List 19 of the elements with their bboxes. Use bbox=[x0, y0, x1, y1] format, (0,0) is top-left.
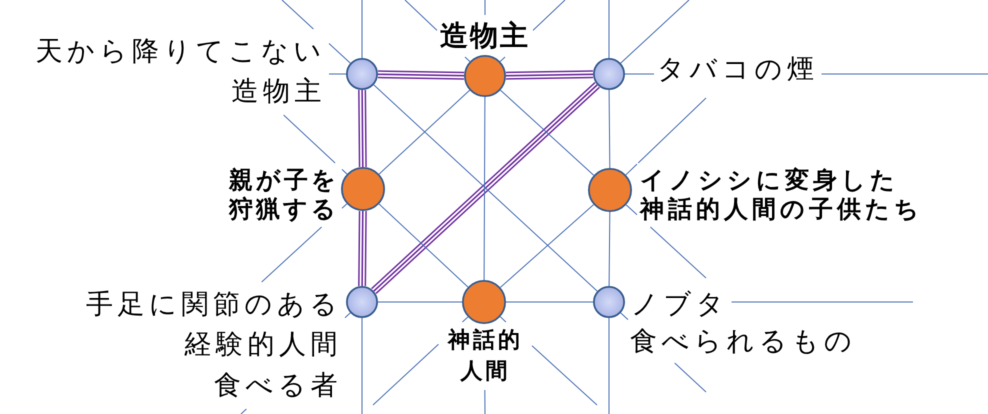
triple-line bbox=[358, 90, 367, 168]
connector-line bbox=[378, 204, 468, 288]
node-circle bbox=[464, 55, 506, 97]
triple-line bbox=[358, 210, 367, 286]
connector-line bbox=[500, 90, 594, 176]
node-circle bbox=[593, 286, 625, 318]
node-circle bbox=[341, 167, 385, 211]
node-circle bbox=[346, 58, 378, 90]
connector-line bbox=[378, 90, 470, 175]
node-circle bbox=[593, 58, 625, 90]
triple-line bbox=[378, 70, 464, 80]
connector-line bbox=[608, 212, 610, 286]
connector-line bbox=[500, 204, 594, 288]
node-circle bbox=[346, 286, 378, 318]
node-circle bbox=[588, 168, 632, 212]
triple-line bbox=[506, 70, 594, 80]
connector-line bbox=[608, 90, 610, 168]
connector-line bbox=[484, 96, 486, 280]
node-circle bbox=[462, 280, 506, 324]
